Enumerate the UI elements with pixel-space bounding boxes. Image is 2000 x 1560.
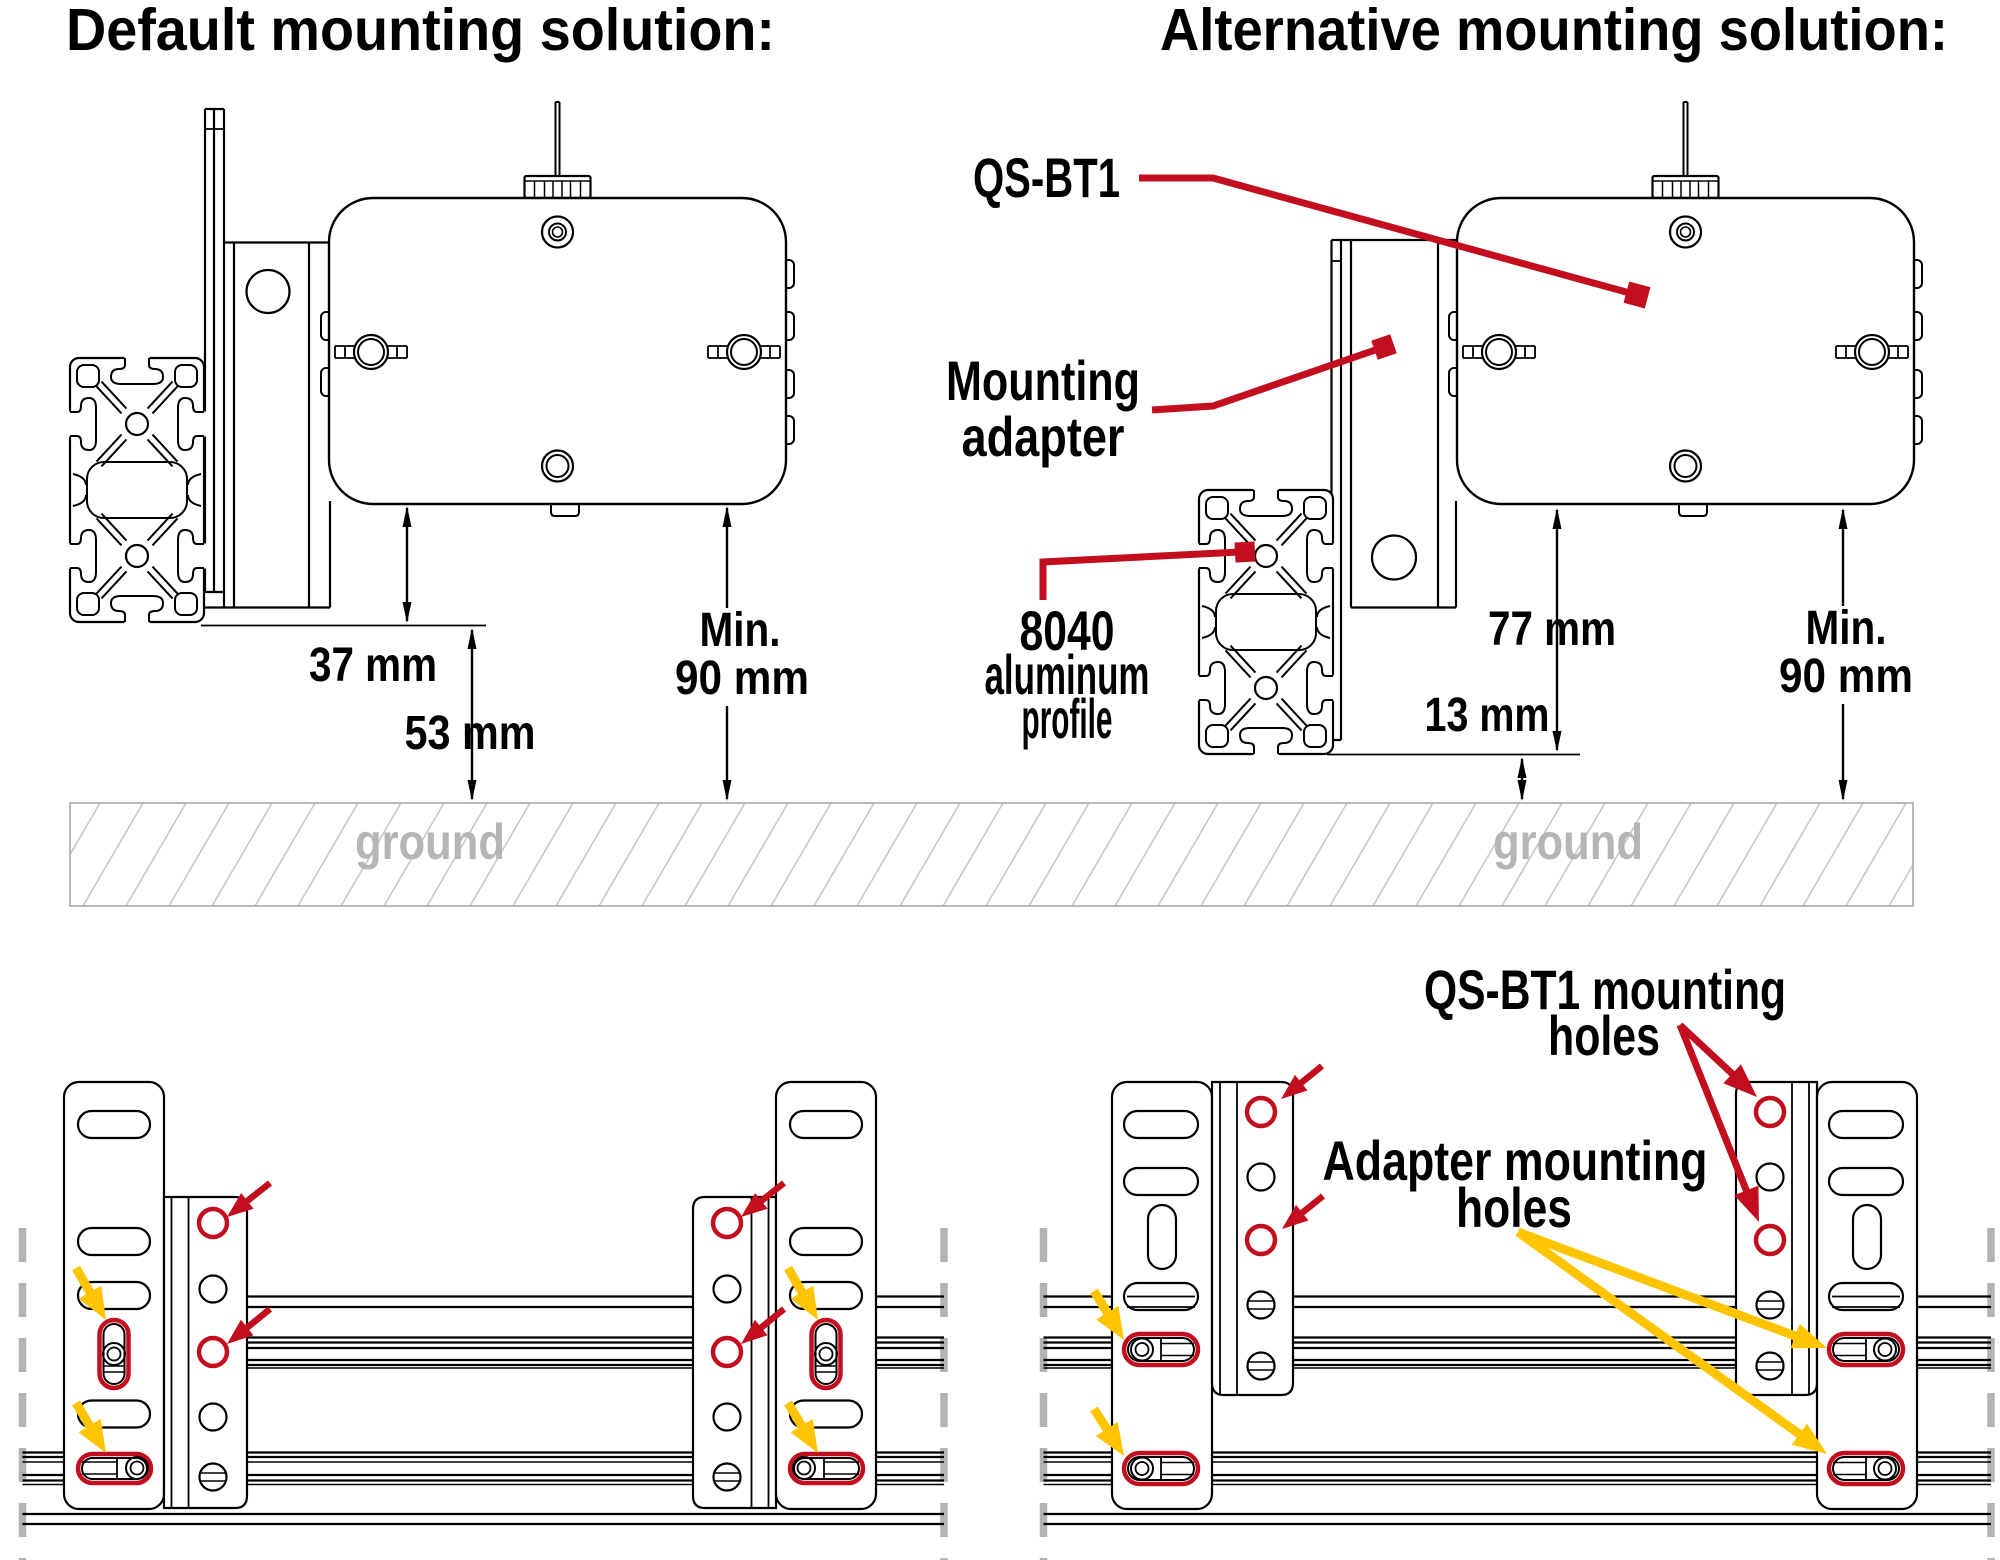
svg-text:37 mm: 37 mm [309,639,437,692]
svg-text:8040: 8040 [1020,599,1115,662]
svg-text:Min.: Min. [700,604,781,657]
svg-text:Adapter mounting: Adapter mounting [1323,1129,1708,1192]
svg-text:profile: profile [1022,687,1113,750]
svg-text:ground: ground [1493,814,1643,870]
svg-text:13 mm: 13 mm [1425,689,1550,742]
svg-text:holes: holes [1548,1004,1660,1067]
svg-text:aluminum: aluminum [985,643,1150,706]
svg-text:adapter: adapter [962,405,1125,468]
svg-text:ground: ground [355,814,505,870]
svg-text:QS-BT1 mounting: QS-BT1 mounting [1424,958,1786,1021]
svg-text:53 mm: 53 mm [405,707,536,760]
svg-text:90 mm: 90 mm [675,652,809,705]
svg-text:Alternative mounting solution:: Alternative mounting solution: [1160,0,1948,63]
svg-text:QS-BT1: QS-BT1 [973,146,1120,209]
svg-text:90 mm: 90 mm [1779,650,1913,703]
svg-text:Default mounting solution:: Default mounting solution: [66,0,775,63]
svg-text:77 mm: 77 mm [1488,603,1616,656]
svg-text:Min.: Min. [1806,602,1887,655]
svg-text:holes: holes [1456,1176,1572,1239]
svg-text:Mounting: Mounting [946,349,1140,412]
